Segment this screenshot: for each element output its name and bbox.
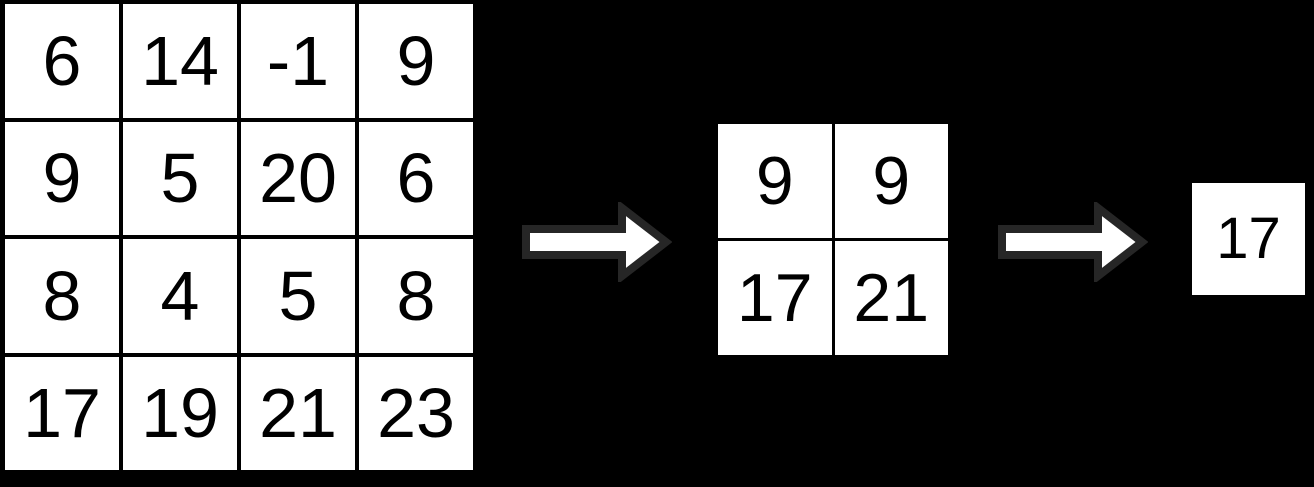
input-cell-r1c1: 5 — [123, 121, 237, 235]
input-cell-r3c0: 17 — [5, 356, 119, 470]
input-cell-r2c2: 5 — [241, 239, 355, 353]
input-matrix: 6 14 -1 9 9 5 20 6 8 4 5 8 17 19 21 23 — [5, 4, 473, 470]
pooled-cell-r0c1: 9 — [834, 124, 948, 238]
input-cell-r0c1: 14 — [123, 4, 237, 118]
input-cell-r1c3: 6 — [359, 121, 473, 235]
input-cell-r3c2: 21 — [241, 356, 355, 470]
right-arrow-icon — [522, 202, 672, 282]
input-cell-r1c2: 20 — [241, 121, 355, 235]
input-cell-r0c2: -1 — [241, 4, 355, 118]
input-cell-r2c1: 4 — [123, 239, 237, 353]
input-cell-r2c3: 8 — [359, 239, 473, 353]
input-cell-r0c3: 9 — [359, 4, 473, 118]
right-arrow-icon — [998, 202, 1148, 282]
pooled-matrix: 9 9 17 21 — [718, 124, 948, 355]
input-cell-r2c0: 8 — [5, 239, 119, 353]
input-cell-r3c1: 19 — [123, 356, 237, 470]
input-cell-r1c0: 9 — [5, 121, 119, 235]
pooled-cell-r1c1: 21 — [834, 241, 948, 355]
pooled-cell-r1c0: 17 — [718, 241, 832, 355]
output-cell: 17 — [1192, 183, 1305, 295]
input-cell-r3c3: 23 — [359, 356, 473, 470]
input-cell-r0c0: 6 — [5, 4, 119, 118]
pooled-cell-r0c0: 9 — [718, 124, 832, 238]
